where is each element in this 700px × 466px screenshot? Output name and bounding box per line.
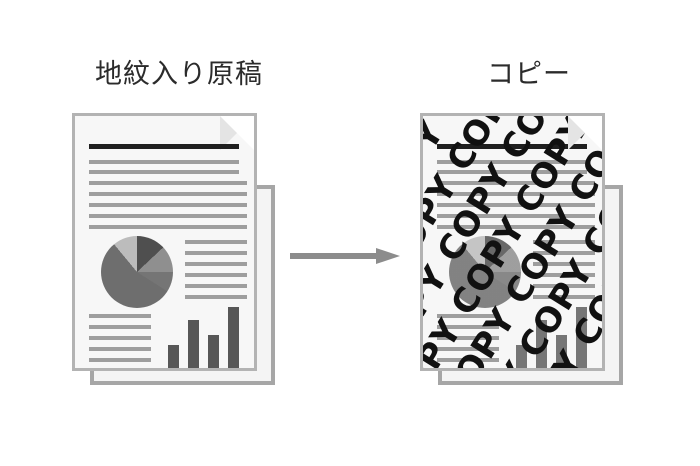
text-line <box>185 240 247 244</box>
original-document <box>72 113 287 388</box>
text-line <box>437 192 595 196</box>
text-line <box>437 160 587 164</box>
original-front-page <box>72 113 257 371</box>
text-line <box>89 325 151 329</box>
bar-chart <box>163 302 243 368</box>
bar-chart-bar <box>187 319 199 368</box>
text-line <box>437 203 595 207</box>
copy-document-title: コピー <box>487 59 571 90</box>
text-line <box>89 358 151 362</box>
pie-chart <box>449 236 521 308</box>
text-line <box>185 273 247 277</box>
text-line <box>89 181 247 185</box>
text-line <box>185 251 247 255</box>
bar-chart-bar <box>167 344 179 368</box>
document-heading-bar <box>437 144 587 149</box>
text-line <box>437 225 595 229</box>
text-line <box>437 170 587 174</box>
text-line <box>533 284 595 288</box>
bar-chart-bar <box>227 307 239 368</box>
bar-chart-bar <box>515 344 527 368</box>
bar-chart-bar <box>535 319 547 368</box>
bar-chart-bar <box>575 307 587 368</box>
text-line <box>533 240 595 244</box>
copy-front-page: COPY COPY COPY COPY COPY COPY COPY COPY … <box>420 113 605 371</box>
right-arrow-icon <box>290 248 400 264</box>
text-line <box>89 314 151 318</box>
text-line <box>437 314 499 318</box>
text-line <box>533 262 595 266</box>
text-line <box>89 170 239 174</box>
bar-chart-bar <box>555 334 567 368</box>
text-line <box>185 262 247 266</box>
text-line <box>89 203 247 207</box>
page-fold-corner-icon <box>568 116 602 150</box>
text-line <box>533 273 595 277</box>
text-line <box>89 160 239 164</box>
bar-chart <box>511 302 591 368</box>
text-line <box>89 336 151 340</box>
text-line <box>437 358 499 362</box>
text-line <box>437 214 595 218</box>
text-line <box>89 225 247 229</box>
text-line <box>437 347 499 351</box>
text-line <box>437 325 499 329</box>
document-heading-bar <box>89 144 239 149</box>
text-line <box>185 295 247 299</box>
text-line <box>533 251 595 255</box>
bar-chart-bar <box>207 334 219 368</box>
text-line <box>185 284 247 288</box>
original-document-title: 地紋入り原稿 <box>95 59 263 90</box>
text-line <box>437 181 595 185</box>
text-line <box>89 192 247 196</box>
text-line <box>89 347 151 351</box>
pie-chart <box>101 236 173 308</box>
text-line <box>437 336 499 340</box>
original-page-content <box>75 116 254 368</box>
text-line <box>89 214 247 218</box>
copy-page-content: COPY COPY COPY COPY COPY COPY COPY COPY … <box>423 116 602 368</box>
text-line <box>533 295 595 299</box>
copy-watermark-text: COPY COPY COPY COPY COPY COPY COPY <box>423 116 602 286</box>
copy-document: COPY COPY COPY COPY COPY COPY COPY COPY … <box>420 113 635 388</box>
